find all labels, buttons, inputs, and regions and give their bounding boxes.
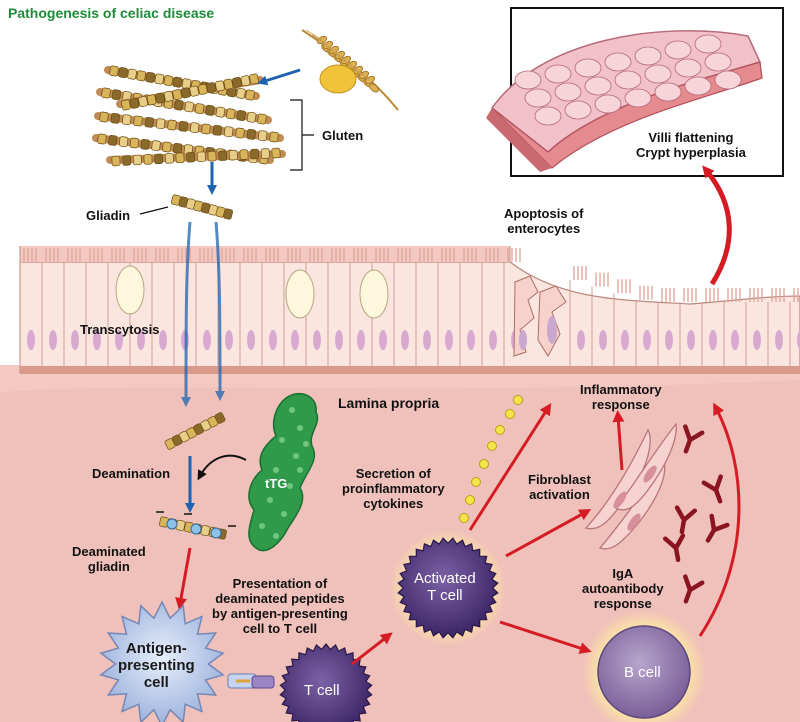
goblet-cell-3	[359, 269, 389, 319]
arrow-fibroblast-to-inflammatory	[612, 410, 625, 471]
goblet-cell-2	[285, 269, 315, 319]
ttg-enzyme	[248, 392, 319, 552]
arrow-tcell-to-fibroblast	[505, 509, 592, 558]
deamination-arrow	[197, 454, 247, 481]
gliadin-label: Gliadin	[86, 208, 131, 223]
cytokines	[459, 395, 523, 523]
goblet-cell-1	[115, 265, 145, 315]
gliadin-lamina	[164, 412, 226, 450]
apoptotic-enterocytes	[513, 275, 567, 357]
arrow-to-apc	[175, 547, 192, 610]
arrow-tcell-activation	[351, 632, 393, 666]
arrow-bcell-to-inflammatory	[698, 402, 741, 637]
activated-t-cell	[397, 537, 499, 639]
b-cell-label: B cell	[624, 664, 661, 681]
t-cell-label: T cell	[304, 682, 340, 699]
arrow-wheat-to-gluten	[257, 68, 301, 86]
deaminated-gliadin	[156, 511, 236, 540]
arrow-tcell-to-inflammatory	[468, 402, 552, 531]
transcytosis-label: Transcytosis	[80, 322, 160, 337]
figure-title: Pathogenesis of celiac disease	[8, 5, 215, 21]
ttg-label: tTG	[265, 476, 288, 491]
fibroblasts	[584, 422, 677, 550]
antigen-presenting-cell	[99, 600, 225, 722]
wheat-icon	[301, 29, 399, 111]
arrow-transcytosis-2	[214, 221, 225, 401]
b-cell	[597, 625, 691, 719]
arrow-to-villi-flattening	[702, 165, 732, 286]
gliadin-peptide	[170, 194, 234, 220]
gluten-bracket	[290, 99, 314, 171]
deamination-label: Deamination	[92, 466, 171, 481]
gluten-strands	[92, 65, 286, 167]
arrow-transcytosis-1	[181, 221, 192, 407]
mhc-tcr-complex	[227, 673, 275, 689]
flattened-villi-illustration	[486, 30, 763, 172]
lamina-propria-label: Lamina propria	[338, 395, 440, 411]
iga-antibodies	[662, 424, 730, 604]
enterocyte-cells	[19, 248, 800, 370]
t-cell	[279, 643, 373, 722]
gluten-label: Gluten	[322, 128, 364, 143]
arrow-tcell-to-bcell	[499, 620, 592, 654]
